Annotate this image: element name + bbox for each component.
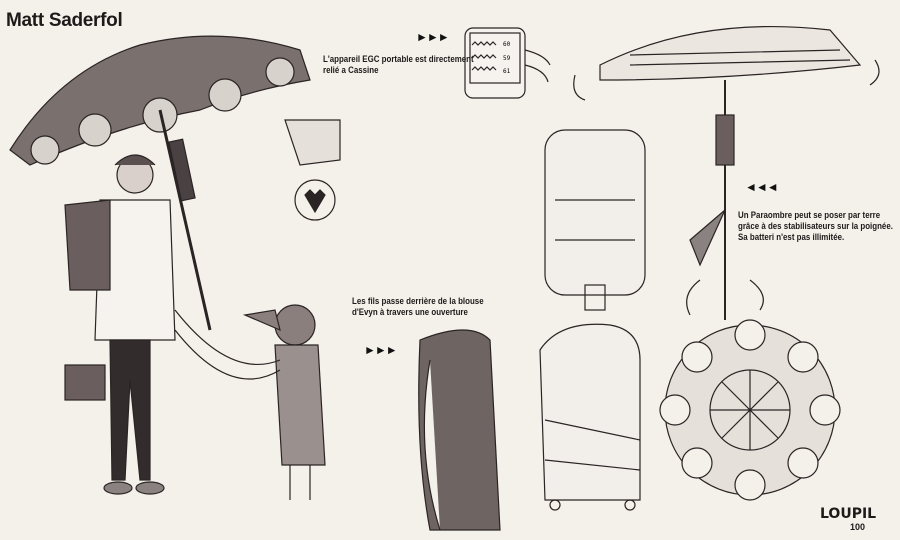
artist-signature: LOUPIL — [820, 506, 877, 522]
coat-detail — [418, 329, 501, 531]
egc-note: L'appareil EGC portable est directement … — [323, 54, 474, 75]
evyn-figure — [174, 304, 326, 500]
monitor-reading-1: 60 — [503, 41, 511, 48]
artist-signature-number: 100 — [850, 522, 866, 532]
backpack-side-view — [539, 323, 641, 511]
heart-badge — [294, 179, 336, 221]
paraombre-umbrella-open — [9, 35, 311, 331]
sheet-title: Matt Saderfol — [6, 10, 123, 31]
monitor-reading-3: 61 — [503, 68, 511, 75]
monitor-reading-2: 59 — [503, 55, 511, 62]
paraombre-note: Un Paraombre peut se poser par terre grâ… — [738, 210, 893, 242]
device-sketch — [284, 119, 341, 166]
matt-saderfol-figure — [64, 154, 176, 495]
paraombre-top-view — [659, 319, 841, 501]
wires-note: Les fils passe derrière de la blouse d'E… — [352, 296, 484, 317]
arrow-left-icon: ◄◄◄ — [745, 180, 779, 194]
egc-monitor — [464, 27, 551, 99]
backpack-back-view — [544, 129, 646, 311]
arrow-right-icon: ►►► — [416, 30, 450, 44]
arrow-right-icon: ►►► — [364, 343, 398, 357]
paraombre-umbrella-side — [573, 25, 880, 320]
